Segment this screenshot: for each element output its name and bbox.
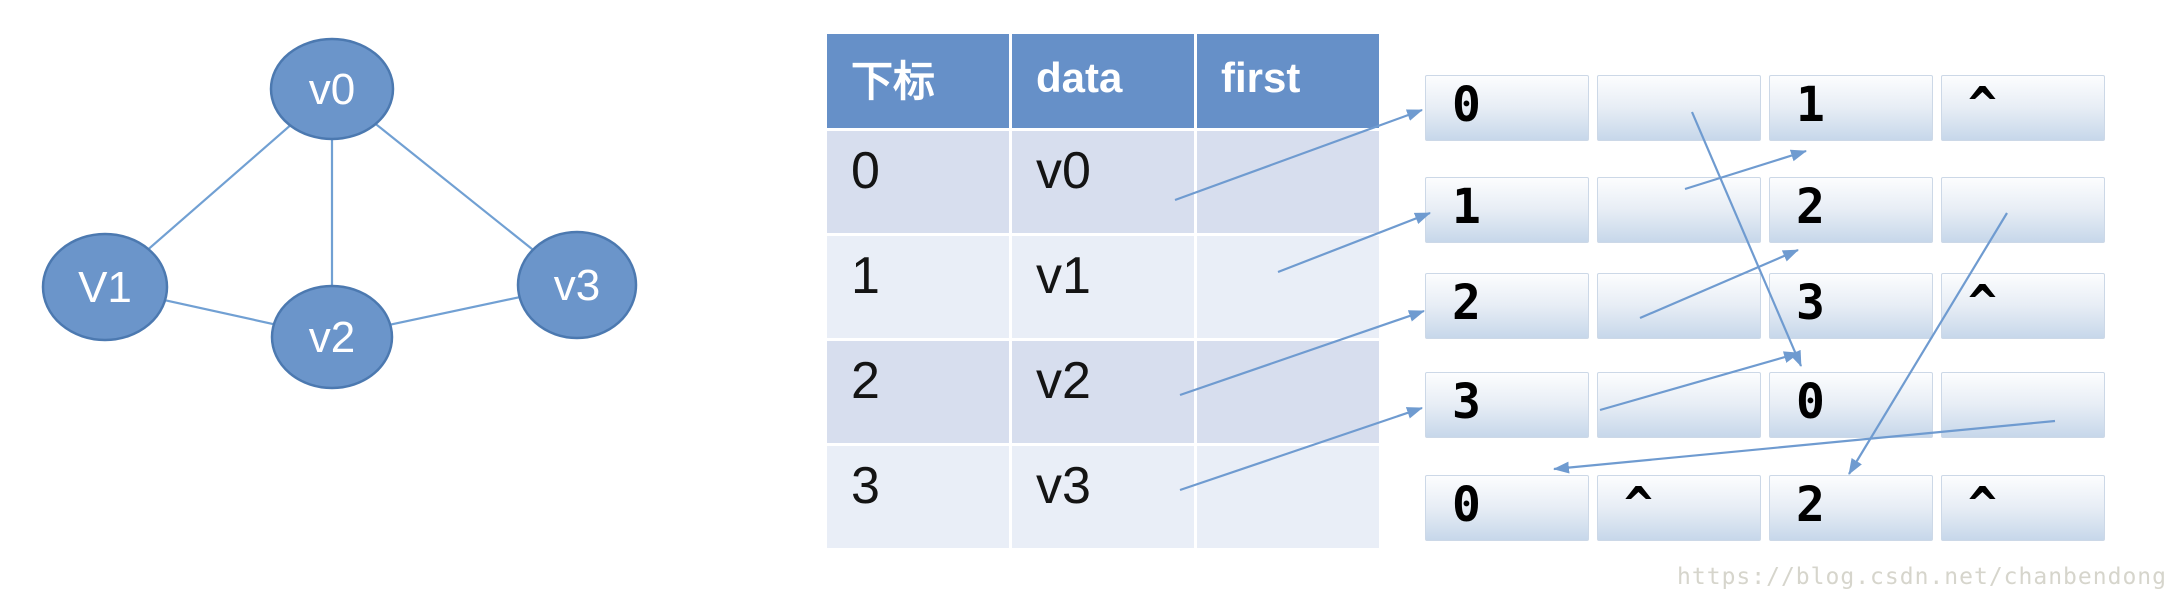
graph-nodes: v0 V1 v2 v3: [41, 37, 638, 390]
vertex-table: 下标 data first 0 v0 1 v1 2 v2 3: [824, 31, 1382, 551]
col-header-data: data: [1012, 34, 1194, 128]
graph-node-label: V1: [78, 263, 132, 312]
edge-node-ilink: [1597, 372, 1761, 438]
edge-node-jlink: [1941, 177, 2105, 243]
edge-node-row-1: 1 2: [1425, 177, 2105, 243]
edge-node-ivex: 1: [1425, 177, 1589, 243]
col-header-index: 下标: [827, 34, 1009, 128]
cell-data: v1: [1012, 236, 1194, 338]
edge-node-ilink: [1597, 177, 1761, 243]
edge-node-jvex: 0: [1769, 372, 1933, 438]
graph-node-v1: V1: [41, 232, 169, 342]
edge-node-ivex: 0: [1425, 475, 1589, 541]
edge-node-ivex: 0: [1425, 75, 1589, 141]
edge-node-ilink: ^: [1597, 475, 1761, 541]
cell-data: v0: [1012, 131, 1194, 233]
edge-node-row-0: 0 1 ^: [1425, 75, 2105, 141]
graph-node-label: v0: [309, 65, 355, 114]
table-row: 2 v2: [827, 341, 1379, 443]
cell-first: [1197, 236, 1379, 338]
edge-node-jlink: [1941, 372, 2105, 438]
graph-figure: v0 V1 v2 v3: [41, 37, 638, 390]
edge-node-jvex: 3: [1769, 273, 1933, 339]
table-row: 0 v0: [827, 131, 1379, 233]
edge-node-jlink: ^: [1941, 475, 2105, 541]
graph-node-v2: v2: [270, 284, 394, 390]
edge-node-row-2: 2 3 ^: [1425, 273, 2105, 339]
edge-node-jvex: 2: [1769, 177, 1933, 243]
cell-first: [1197, 131, 1379, 233]
watermark-url: https://blog.csdn.net/chanbendong: [1677, 564, 2167, 590]
vertex-table-header-row: 下标 data first: [827, 34, 1379, 128]
graph-node-v3: v3: [516, 230, 638, 340]
graph-node-v0: v0: [269, 37, 395, 141]
edge-node-ivex: 3: [1425, 372, 1589, 438]
cell-index: 2: [827, 341, 1009, 443]
edge-node-jvex: 1: [1769, 75, 1933, 141]
cell-index: 0: [827, 131, 1009, 233]
cell-index: 1: [827, 236, 1009, 338]
cell-first: [1197, 446, 1379, 548]
cell-index: 3: [827, 446, 1009, 548]
edge-node-jlink: ^: [1941, 75, 2105, 141]
edge-node-jlink: ^: [1941, 273, 2105, 339]
cell-first: [1197, 341, 1379, 443]
edge-node-jvex: 2: [1769, 475, 1933, 541]
edge-node-ivex: 2: [1425, 273, 1589, 339]
graph-node-label: v2: [309, 313, 355, 362]
cell-data: v3: [1012, 446, 1194, 548]
graph-node-label: v3: [554, 261, 600, 310]
col-header-first: first: [1197, 34, 1379, 128]
edge-node-row-3: 3 0: [1425, 372, 2105, 438]
edge-node-row-4: 0 ^ 2 ^: [1425, 475, 2105, 541]
table-row: 3 v3: [827, 446, 1379, 548]
cell-data: v2: [1012, 341, 1194, 443]
table-row: 1 v1: [827, 236, 1379, 338]
edge-node-ilink: [1597, 273, 1761, 339]
edge-node-ilink: [1597, 75, 1761, 141]
